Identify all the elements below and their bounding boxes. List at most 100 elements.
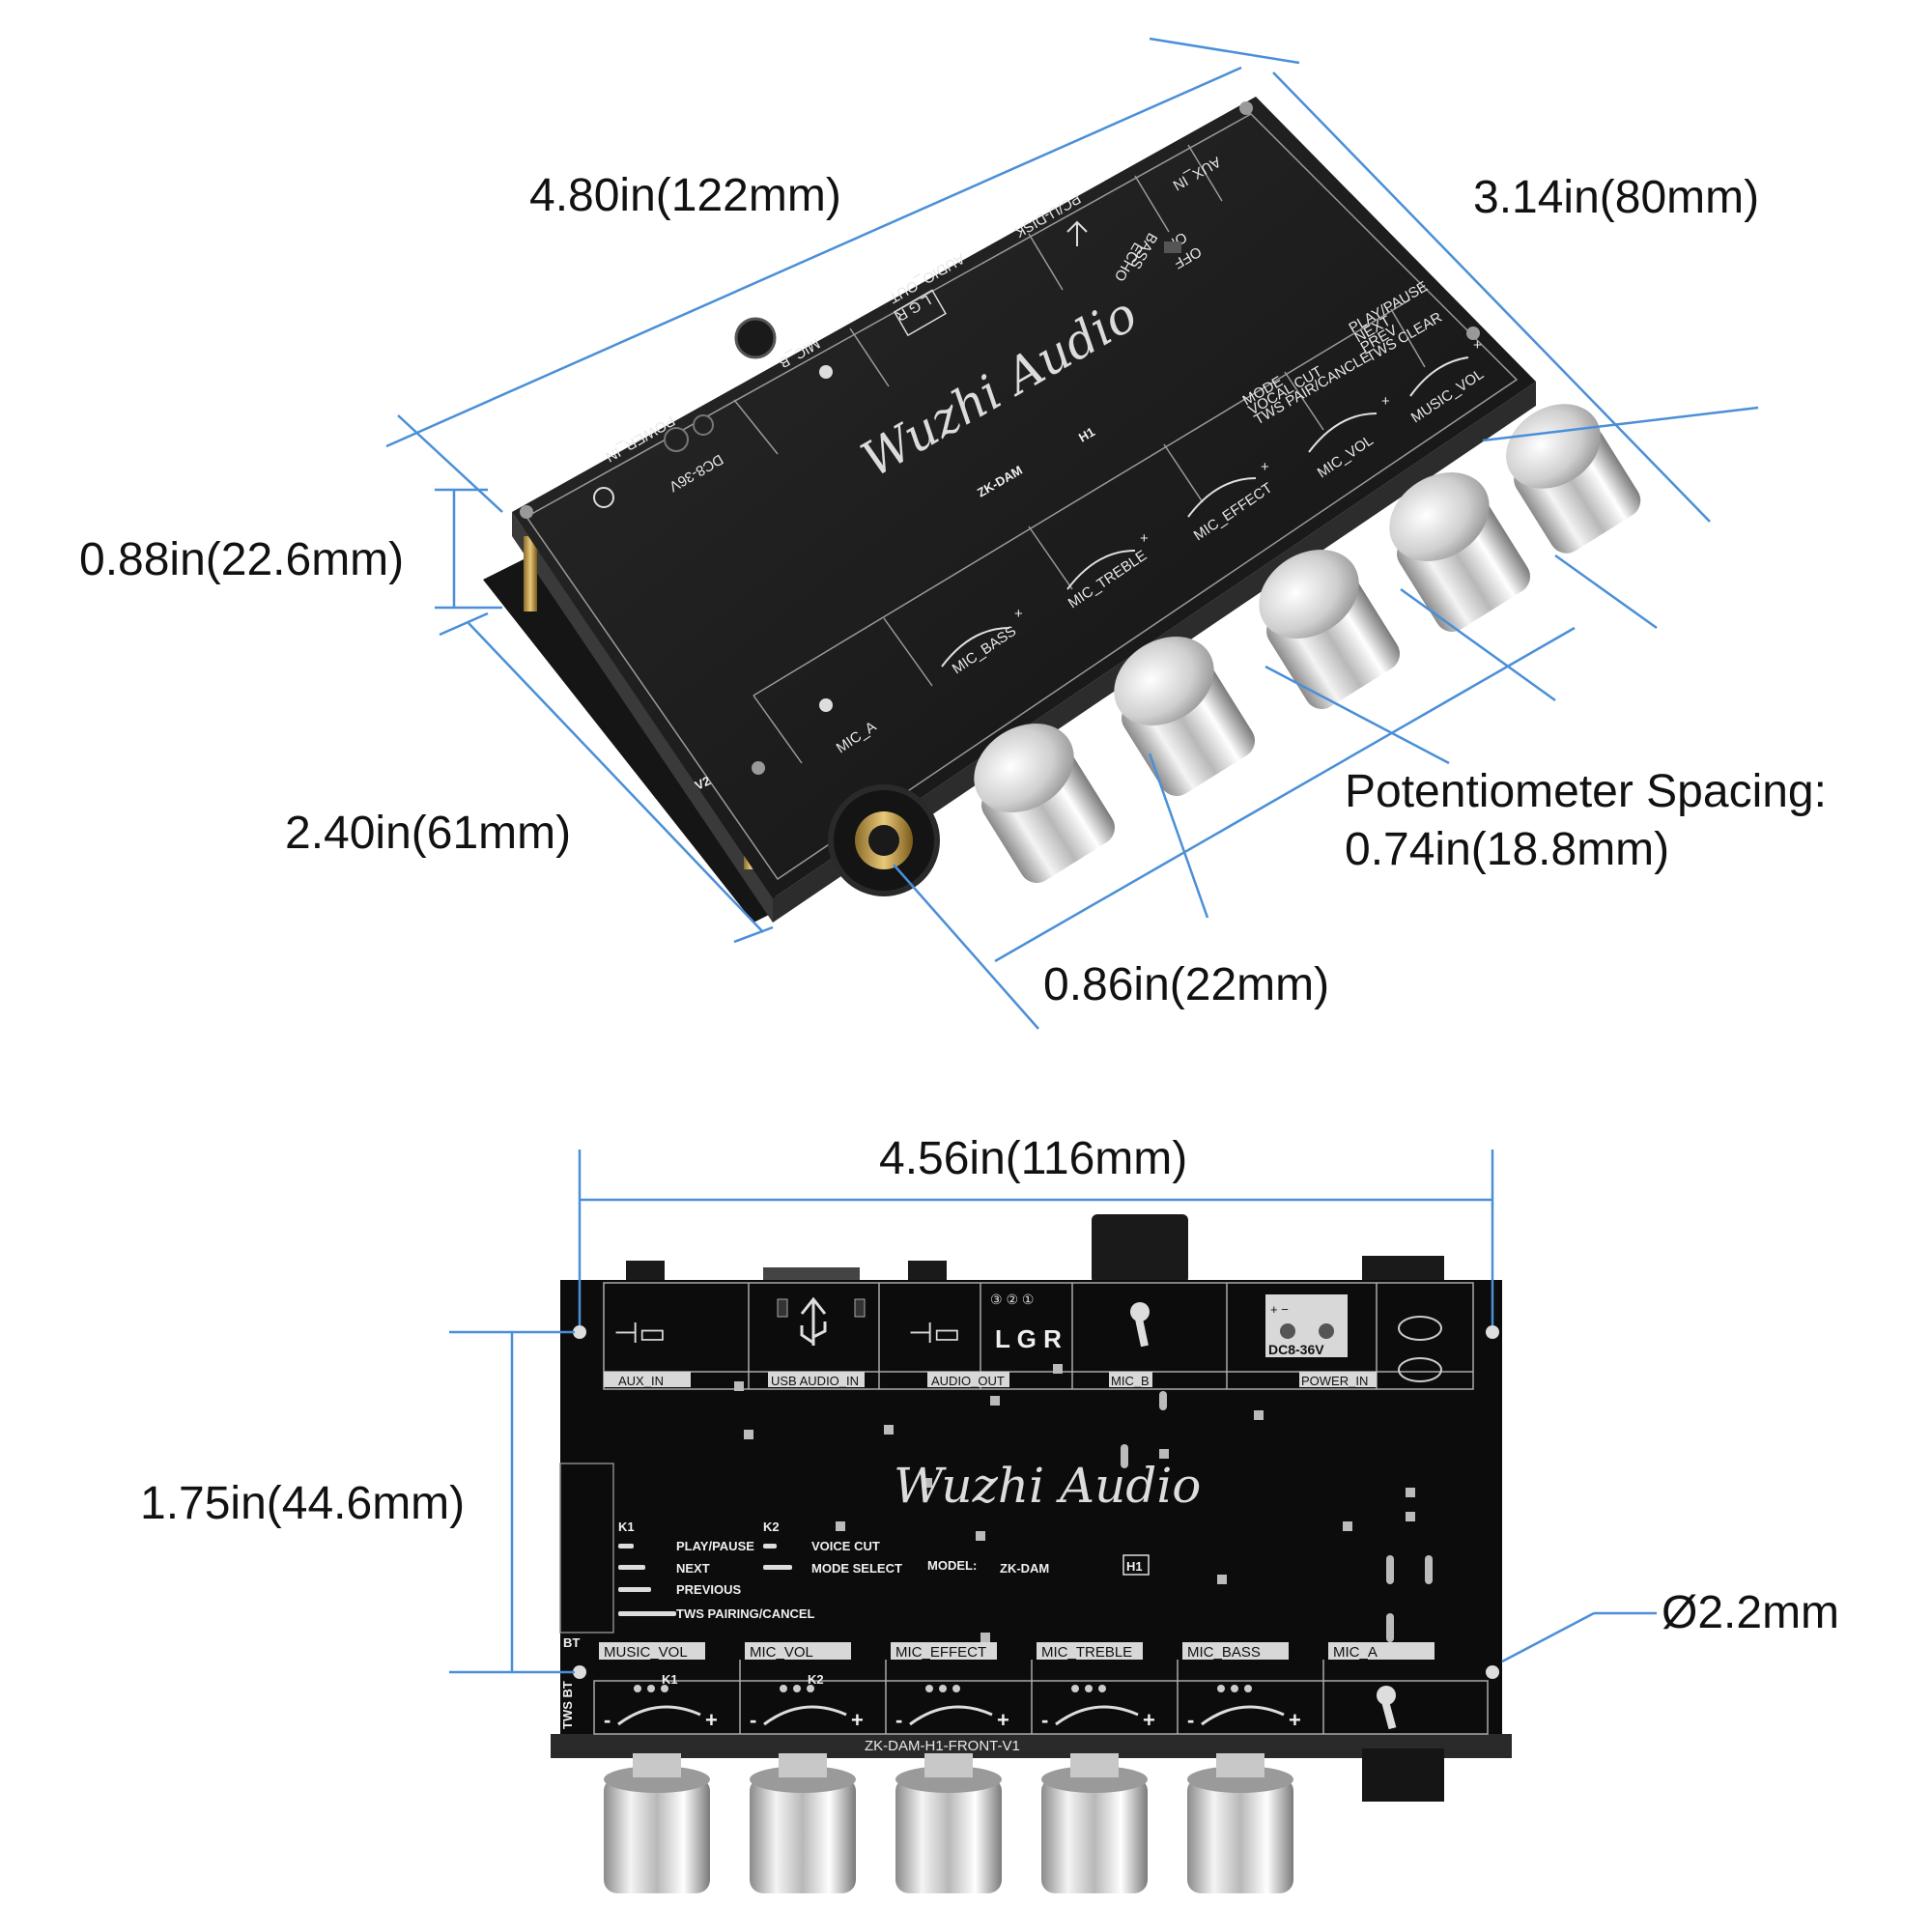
smd-pads xyxy=(734,1364,1433,1642)
top-knob-1[interactable] xyxy=(957,705,1122,890)
pot-label-bg xyxy=(599,1642,705,1660)
potentiometer-knob[interactable] xyxy=(1187,1753,1293,1893)
top-perspective-view: Wuzhi Audio ZK-DAM H1 MIC_A MIC_BASS MIC… xyxy=(483,97,1647,923)
btn-bt: BT xyxy=(563,1635,580,1650)
audio-jack-top xyxy=(908,1261,947,1282)
pot-pin xyxy=(647,1685,655,1692)
dim-hole-width: 1.75in(44.6mm) xyxy=(140,1478,465,1529)
bottom-model-label: MODEL: xyxy=(927,1558,977,1573)
dim-board-width: 2.40in(61mm) xyxy=(285,808,571,859)
pot-pin xyxy=(807,1685,814,1692)
pot-plus: + xyxy=(997,1708,1009,1732)
pot-frames xyxy=(593,1680,1489,1735)
btn-tws: TWS PAIRING/CANCEL xyxy=(676,1606,815,1621)
pot-arc-icon xyxy=(763,1705,847,1726)
dc-label: DC8-36V xyxy=(1268,1342,1324,1357)
potentiometer-knob[interactable] xyxy=(1041,1753,1148,1893)
panel-border xyxy=(525,113,1519,881)
potentiometer-knob[interactable] xyxy=(604,1753,710,1893)
btn-k2-label: K2 xyxy=(763,1520,780,1534)
bottom-model: ZK-DAM xyxy=(1000,1561,1049,1576)
dim-jack-offset: 0.86in(22mm) xyxy=(1043,959,1329,1010)
top-model-badge: H1 xyxy=(1076,424,1097,444)
aux-jack-top xyxy=(626,1261,665,1282)
bottom-flat-view: AUX_IN USB AUDIO_IN AUDIO_OUT MIC_B POWE… xyxy=(551,1214,1512,1893)
potentiometer-knob[interactable] xyxy=(895,1753,1002,1893)
standoff-left xyxy=(524,536,537,611)
btn-voice-cut: VOICE CUT xyxy=(811,1539,880,1553)
port-labels: AUX_IN USB AUDIO_IN AUDIO_OUT MIC_B POWE… xyxy=(604,1372,1377,1388)
pot-pin xyxy=(1231,1685,1238,1692)
aux-jack-icon: ⊣▭ xyxy=(613,1318,666,1350)
knob-shaft xyxy=(633,1753,681,1777)
pot-plus: + xyxy=(1143,1708,1155,1732)
btn-k1-label: K1 xyxy=(618,1520,635,1534)
pot-pin xyxy=(780,1685,787,1692)
front-label: ZK-DAM-H1-FRONT-V1 xyxy=(865,1738,1020,1754)
knob-body xyxy=(895,1777,1002,1893)
bottom-model-badge: H1 xyxy=(1126,1559,1143,1574)
pot-arc-icon xyxy=(909,1705,993,1726)
top-knob-4[interactable] xyxy=(1373,454,1537,639)
pot-pin xyxy=(925,1685,933,1692)
pot-pin xyxy=(952,1685,960,1692)
svg-text:+: + xyxy=(1473,337,1482,354)
pot-pin xyxy=(661,1685,668,1692)
knob-body xyxy=(1187,1777,1293,1893)
dim-height: 0.88in(22.6mm) xyxy=(79,534,404,585)
bottom-brand-logo: Wuzhi Audio xyxy=(894,1458,1201,1514)
knob-cap xyxy=(604,1766,710,1793)
dc-block xyxy=(1265,1294,1348,1357)
port-usb-audio-in: USB AUDIO_IN xyxy=(771,1374,859,1388)
button-legend-marks xyxy=(618,1544,792,1616)
pot-minus: - xyxy=(604,1708,611,1732)
potentiometer-knob[interactable] xyxy=(750,1753,856,1893)
top-arc-indicators xyxy=(941,356,1469,668)
pot-row: MUSIC_VOLK1+-MIC_VOLK2+-MIC_EFFECT+-MIC_… xyxy=(599,1642,1435,1734)
mic-b-icon xyxy=(1130,1302,1150,1348)
pot-key-label: K2 xyxy=(808,1672,824,1687)
audio-out-jack-icon: ⊣▭ xyxy=(908,1318,960,1350)
pot-plus: + xyxy=(705,1708,718,1732)
pot-arc-icon xyxy=(617,1705,701,1726)
top-dimension-lines xyxy=(385,37,1759,1030)
top-knob-3[interactable] xyxy=(1242,531,1406,716)
pot-label-bg xyxy=(1037,1642,1143,1660)
knob-body xyxy=(1041,1777,1148,1893)
knob-cap xyxy=(750,1766,856,1793)
port-mic-b: MIC_B xyxy=(1111,1374,1150,1388)
power-jack-top xyxy=(1362,1256,1444,1283)
mic-a-jack xyxy=(828,784,940,896)
usb-port-top xyxy=(763,1267,860,1282)
pot-pin xyxy=(1098,1685,1106,1692)
knob-shaft xyxy=(779,1753,827,1777)
pot-arc-icon xyxy=(1201,1705,1285,1726)
mic-b-jack-back xyxy=(734,317,777,359)
svg-text:+ −: + − xyxy=(1270,1302,1289,1317)
pot-key-label: K1 xyxy=(662,1672,678,1687)
pot-label-bg xyxy=(745,1642,851,1660)
pot-pin xyxy=(793,1685,801,1692)
knob-shaft xyxy=(1070,1753,1119,1777)
port-aux-in: AUX_IN xyxy=(618,1374,664,1388)
dim-length: 4.80in(122mm) xyxy=(529,170,841,221)
dim-width: 3.14in(80mm) xyxy=(1473,172,1759,223)
top-knob-5[interactable] xyxy=(1491,387,1647,560)
dim-hole-length: 4.56in(116mm) xyxy=(879,1133,1187,1184)
svg-text:+: + xyxy=(1014,606,1023,622)
btn-mode-select: MODE SELECT xyxy=(811,1561,902,1576)
btn-play-pause: PLAY/PAUSE xyxy=(676,1539,754,1553)
pot-minus: - xyxy=(750,1708,756,1732)
pot-label-bg xyxy=(1182,1642,1289,1660)
knob-cap xyxy=(1041,1766,1148,1793)
top-knob-2[interactable] xyxy=(1097,618,1262,803)
mic-icon-top-a xyxy=(819,698,833,712)
echo-switch xyxy=(1164,242,1181,253)
pot-label: MIC_EFFECT xyxy=(895,1644,986,1661)
pot-label: MUSIC_VOL xyxy=(604,1644,688,1661)
pot-minus: - xyxy=(895,1708,902,1732)
top-plus-signs: + + + + + xyxy=(1014,337,1482,622)
panel-side-face xyxy=(512,512,773,923)
top-panel xyxy=(512,97,1536,898)
pot-label: MIC_TREBLE xyxy=(1041,1644,1132,1661)
